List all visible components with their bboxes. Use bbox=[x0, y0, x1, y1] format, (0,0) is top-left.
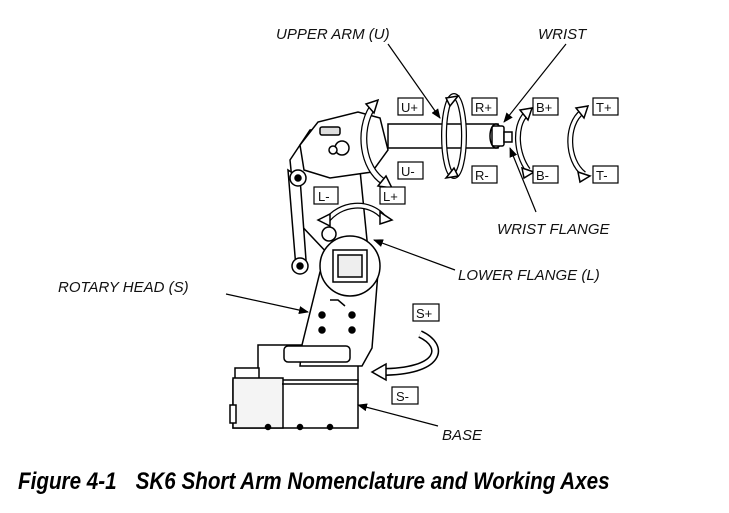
axis-b-minus: B- bbox=[532, 165, 559, 184]
figure-caption: Figure 4-1 SK6 Short Arm Nomenclature and… bbox=[18, 468, 620, 496]
svg-text:L+: L+ bbox=[383, 189, 398, 204]
axis-b-plus: B+ bbox=[532, 97, 559, 116]
axis-l-plus: L+ bbox=[379, 186, 406, 205]
figure-number: Figure 4-1 bbox=[18, 468, 117, 495]
wrist bbox=[491, 125, 513, 147]
label-wrist: WRIST bbox=[538, 26, 588, 43]
lower-flange bbox=[319, 235, 381, 297]
svg-text:T+: T+ bbox=[596, 100, 612, 115]
svg-text:T-: T- bbox=[596, 168, 608, 183]
svg-text:U-: U- bbox=[401, 164, 415, 179]
axis-u-plus: U+ bbox=[397, 97, 424, 116]
label-rotary-head: ROTARY HEAD (S) bbox=[58, 279, 189, 296]
svg-text:R+: R+ bbox=[475, 100, 492, 115]
label-upper-arm: UPPER ARM (U) bbox=[276, 26, 390, 43]
axis-r-plus: R+ bbox=[471, 97, 498, 116]
label-lower-flange: LOWER FLANGE (L) bbox=[458, 267, 600, 284]
axis-r-minus: R- bbox=[471, 165, 498, 184]
svg-text:S+: S+ bbox=[416, 306, 432, 321]
svg-text:L-: L- bbox=[318, 189, 330, 204]
svg-text:R-: R- bbox=[475, 168, 489, 183]
axis-t-minus: T- bbox=[592, 165, 619, 184]
axis-t-plus: T+ bbox=[592, 97, 619, 116]
component-labels: UPPER ARM (U) WRIST WRIST FLANGE LOWER F… bbox=[58, 26, 611, 444]
axis-u-minus: U- bbox=[397, 161, 424, 180]
leader-lines bbox=[225, 43, 567, 427]
label-base: BASE bbox=[442, 427, 483, 444]
svg-text:B-: B- bbox=[536, 168, 549, 183]
svg-text:U+: U+ bbox=[401, 100, 418, 115]
axis-labels: U+ U- R+ R- B+ B- T+ T- L- L+ S+ S- bbox=[313, 97, 619, 405]
axis-s-plus: S+ bbox=[412, 303, 440, 322]
svg-text:S-: S- bbox=[396, 389, 409, 404]
axis-s-minus: S- bbox=[391, 386, 419, 405]
svg-text:B+: B+ bbox=[536, 100, 552, 115]
axis-l-minus: L- bbox=[313, 186, 339, 205]
robot-base bbox=[229, 344, 359, 431]
motion-arrows bbox=[316, 93, 592, 382]
figure-title: SK6 Short Arm Nomenclature and Working A… bbox=[135, 468, 610, 495]
label-wrist-flange: WRIST FLANGE bbox=[497, 221, 611, 238]
